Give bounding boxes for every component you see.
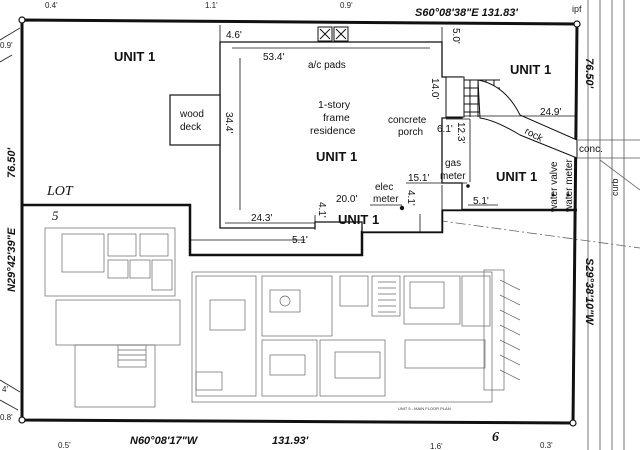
easement-line-2 — [599, 159, 640, 191]
dim-5-1-b: 5.1' — [292, 235, 308, 246]
road-linework — [578, 0, 640, 450]
wood-deck — [169, 94, 221, 146]
unit-label-e: UNIT 1 — [496, 169, 537, 184]
bearing-top: S60°08'38"E 131.83' — [415, 7, 518, 19]
porch-label-2: porch — [398, 127, 423, 138]
mark-left-top: 0.9' — [0, 41, 13, 50]
mark-top-right: 0.9' — [340, 1, 353, 10]
dim-24-3: 24.3' — [251, 213, 272, 224]
dim-5-0: 5.0' — [450, 28, 461, 44]
mark-left-bottom-a: 4' — [2, 385, 8, 394]
dim-6-1: 6.1' — [437, 124, 453, 135]
unit-label-center: UNIT 1 — [316, 149, 357, 164]
dim-15-1: 15.1' — [408, 173, 429, 184]
left-edge-ticks — [0, 27, 21, 411]
residence-label-1: 1-story — [318, 99, 351, 111]
utility-marks — [399, 184, 570, 211]
dim-5-1-a: 5.1' — [473, 196, 489, 207]
ac-pads — [317, 26, 349, 42]
residence-label-2: frame — [323, 112, 350, 124]
gas-meter-label-2: meter — [440, 171, 466, 182]
elec-meter-label-1: elec — [375, 182, 393, 193]
porch-label-1: concrete — [388, 115, 427, 126]
mark-bottom-left: 0.5' — [58, 441, 71, 450]
dim-34-4: 34.4' — [223, 112, 234, 133]
mark-left-bottom-b: 0.8' — [0, 413, 13, 422]
bearing-left: N29°42'39"E — [6, 227, 18, 292]
dimension-lines — [190, 25, 577, 241]
elec-meter-label-2: meter — [373, 194, 399, 205]
lot-label: LOT — [46, 184, 74, 199]
label-ipf: ipf — [572, 4, 582, 14]
dim-4-6: 4.6' — [226, 30, 242, 41]
wood-deck-label-1: wood — [179, 109, 204, 120]
dim-20-0: 20.0' — [336, 194, 357, 205]
easement-line — [419, 217, 640, 249]
mark-top-left: 0.4' — [45, 1, 58, 10]
mark-bottom-right: 0.3' — [540, 441, 553, 450]
floor-plan-title: UNIT 5 - MAIN FLOOR PLAN — [398, 406, 451, 411]
dim-12-3: 12.3' — [455, 122, 466, 143]
dim-4-1-b: 4.1' — [316, 202, 327, 218]
ac-pads-label: a/c pads — [308, 60, 346, 71]
conc-label: conc. — [579, 144, 603, 155]
corner-pins — [18, 16, 581, 427]
lot-6-label: 6 — [492, 430, 499, 445]
dim-24-9: 24.9' — [540, 107, 561, 118]
unit-label-nw: UNIT 1 — [114, 49, 155, 64]
mark-top-mid: 1.1' — [205, 1, 218, 10]
residence-label-3: residence — [310, 125, 356, 137]
gas-meter-label-1: gas — [445, 158, 461, 169]
label-curb: curb — [610, 178, 620, 196]
distance-left: 76.50' — [6, 147, 18, 178]
water-valve-label: water valve — [549, 161, 560, 213]
water-meter-label: water meter — [564, 159, 575, 213]
unit-label-ne: UNIT 1 — [510, 62, 551, 77]
dim-53-4: 53.4' — [263, 52, 284, 63]
distance-bottom: 131.93' — [272, 435, 309, 447]
mark-bottom-mid: 1.6' — [430, 442, 443, 450]
distance-right: 76.50' — [583, 58, 595, 89]
bearing-right: S29°38'10"W — [583, 258, 595, 326]
dim-14-0: 14.0' — [429, 78, 440, 99]
bearing-bottom: N60°08'17"W — [130, 435, 199, 447]
floor-plan-unit-5 — [44, 227, 521, 408]
lot-5-label: 5 — [52, 208, 59, 223]
rock-walkway — [477, 79, 578, 159]
dim-4-1-a: 4.1' — [405, 190, 416, 206]
unit-label-s: UNIT 1 — [338, 212, 379, 227]
wood-deck-label-2: deck — [180, 122, 202, 133]
